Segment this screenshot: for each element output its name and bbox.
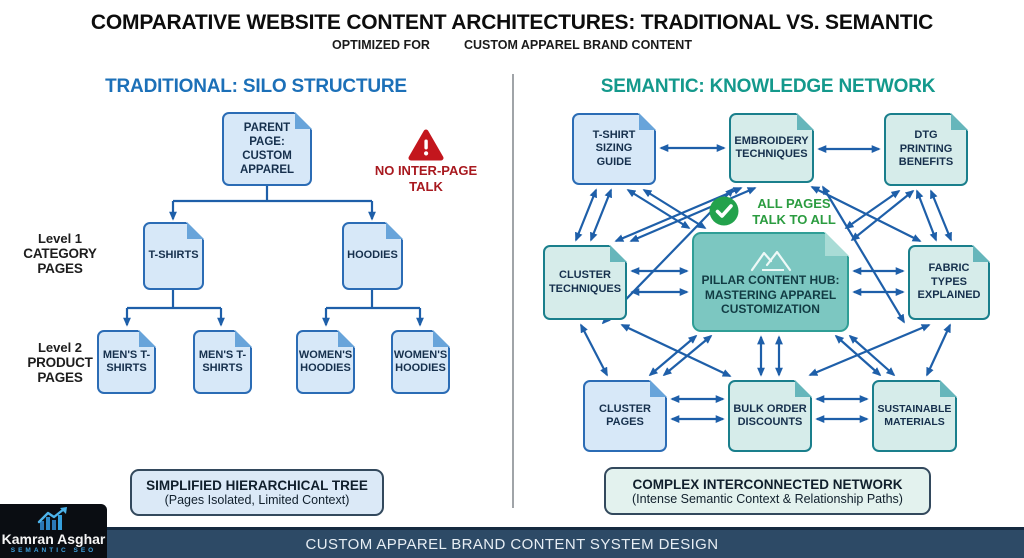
node-hoodies: HOODIES — [342, 222, 403, 290]
node-dtg-printing-benefits: DTG PRINTING BENEFITS — [884, 113, 968, 186]
node-womens-hoodies-1: WOMEN'S HOODIES — [296, 330, 355, 394]
semantic-heading: SEMANTIC: KNOWLEDGE NETWORK — [600, 76, 936, 97]
footer-bar: CUSTOM APPAREL BRAND CONTENT SYSTEM DESI… — [0, 527, 1024, 558]
node-cluster-pages: CLUSTER PAGES — [583, 380, 667, 452]
node-pillar-content-hub: PILLAR CONTENT HUB: MASTERING APPAREL CU… — [692, 232, 849, 332]
traditional-summary-box: SIMPLIFIED HIERARCHICAL TREE (Pages Isol… — [130, 469, 384, 516]
node-bulk-order-discounts: BULK ORDER DISCOUNTS — [728, 380, 812, 452]
level1-label: Level 1 CATEGORY PAGES — [23, 231, 97, 276]
traditional-heading: TRADITIONAL: SILO STRUCTURE — [105, 76, 407, 97]
subtitle-optimized-for: OPTIMIZED FOR — [332, 38, 430, 52]
warning-triangle-icon — [408, 128, 444, 167]
node-fabric-types-explained: FABRIC TYPES EXPLAINED — [908, 245, 990, 320]
node-mens-tshirts-1: MEN'S T-SHIRTS — [97, 330, 156, 394]
node-embroidery-techniques: EMBROIDERY TECHNIQUES — [729, 113, 814, 183]
panel-divider — [512, 74, 514, 508]
node-parent-page: PARENT PAGE: CUSTOM APPAREL — [222, 112, 312, 186]
node-tshirt-sizing-guide: T-SHIRT SIZING GUIDE — [572, 113, 656, 185]
all-pages-talk-label: ALL PAGES TALK TO ALL — [752, 196, 836, 227]
node-sustainable-materials: SUSTAINABLE MATERIALS — [872, 380, 957, 452]
brand-logo: Kamran Asghar SEMANTIC SEO — [0, 504, 107, 558]
node-womens-hoodies-2: WOMEN'S HOODIES — [391, 330, 450, 394]
footer-caption: CUSTOM APPAREL BRAND CONTENT SYSTEM DESI… — [305, 535, 719, 553]
semantic-summary-box: COMPLEX INTERCONNECTED NETWORK (Intense … — [604, 467, 931, 515]
mountain-icon — [750, 250, 791, 272]
node-cluster-techniques: CLUSTER TECHNIQUES — [543, 245, 627, 320]
no-inter-page-talk-label: NO INTER-PAGE TALK — [374, 163, 478, 194]
logo-tagline: SEMANTIC SEO — [10, 547, 97, 554]
page-title: COMPARATIVE WEBSITE CONTENT ARCHITECTURE… — [90, 11, 934, 34]
node-tshirts: T-SHIRTS — [143, 222, 204, 290]
subtitle-topic: CUSTOM APPAREL BRAND CONTENT — [463, 38, 692, 52]
page-subtitle: OPTIMIZED FOR CUSTOM APPAREL BRAND CONTE… — [0, 38, 1024, 52]
growth-chart-icon — [37, 507, 67, 530]
level2-label: Level 2 PRODUCT PAGES — [27, 340, 93, 385]
node-mens-tshirts-2: MEN'S T-SHIRTS — [193, 330, 252, 394]
check-circle-icon — [708, 195, 740, 232]
logo-name: Kamran Asghar — [1, 531, 106, 547]
